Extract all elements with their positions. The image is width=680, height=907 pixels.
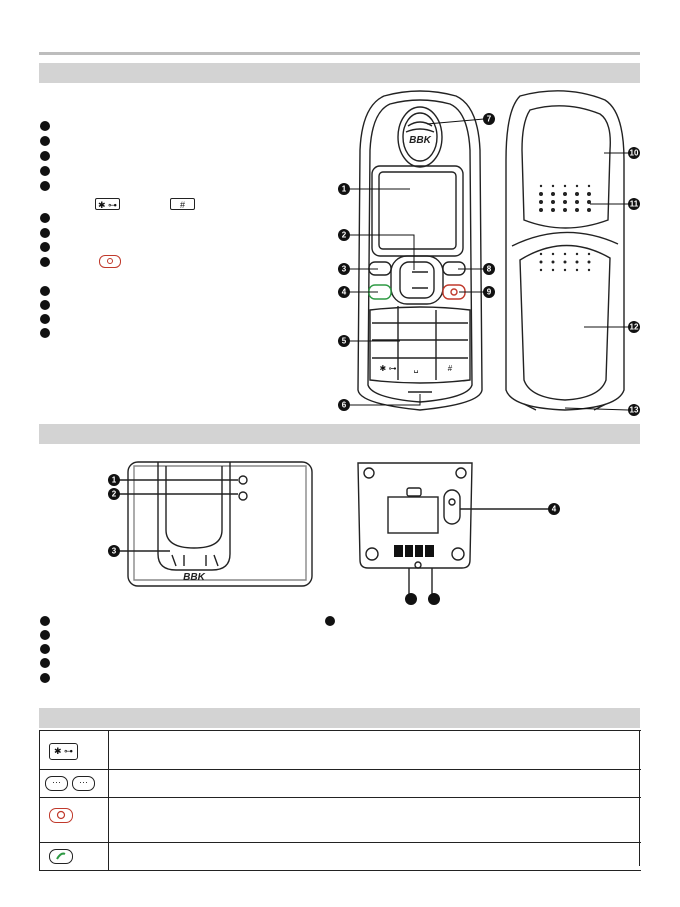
table-row	[40, 798, 641, 843]
legend-bullet	[40, 257, 50, 267]
base-bottom	[357, 462, 548, 594]
legend-bullet	[40, 242, 50, 252]
legend-bullet	[40, 616, 50, 626]
star-key-icon: ✱ ⊶	[49, 743, 78, 760]
svg-text:6: 6	[342, 401, 347, 410]
legend-bullet	[40, 673, 50, 683]
table-row: ✱ ⊶	[40, 730, 641, 770]
talk-icon	[49, 849, 73, 864]
legend-bullet	[40, 300, 50, 310]
section-band-2	[39, 424, 640, 444]
legend-bullet	[40, 328, 50, 338]
svg-text:3: 3	[112, 547, 117, 556]
base-logo: BBK	[183, 572, 205, 583]
svg-text:1: 1	[112, 476, 117, 485]
table-icon-cell	[40, 798, 109, 842]
top-rule	[39, 52, 640, 55]
table-icon-cell	[40, 843, 109, 870]
star-key-icon: ✱ ⊶	[95, 198, 120, 210]
svg-text:2: 2	[342, 231, 347, 240]
keypad-space-key: ␣	[413, 364, 418, 373]
speaker-grille-upper	[539, 184, 591, 212]
svg-text:3: 3	[342, 265, 347, 274]
legend-bullet	[40, 630, 50, 640]
legend-bullet	[40, 228, 50, 238]
svg-text:1: 1	[342, 185, 347, 194]
svg-text:8: 8	[487, 265, 492, 274]
keypad-star-key: ✱ ⊶	[380, 364, 397, 373]
table-icon-cell: ··· ···	[40, 770, 109, 797]
legend-bullet	[40, 181, 50, 191]
base-front	[114, 461, 313, 587]
svg-text:9: 9	[487, 288, 492, 297]
end-call-icon	[99, 255, 121, 268]
svg-text:12: 12	[630, 323, 639, 332]
svg-text:2: 2	[112, 490, 117, 499]
softkey-left-icon: ···	[45, 776, 68, 791]
svg-text:10: 10	[630, 149, 639, 158]
section-band-1	[39, 63, 640, 83]
legend-bullet	[40, 136, 50, 146]
base-front-callouts: 1 2 3	[108, 474, 120, 557]
table-icon-cell: ✱ ⊶	[40, 731, 109, 769]
table-row: ··· ···	[40, 770, 641, 798]
legend-bullet	[40, 121, 50, 131]
hash-key-icon: #	[170, 198, 195, 210]
legend-bullet	[40, 658, 50, 668]
table-row	[40, 843, 641, 871]
speaker-grille-lower	[539, 252, 591, 272]
end-call-icon	[49, 808, 73, 823]
section-band-3	[39, 708, 640, 728]
handset-callouts: 1 2 3 4 5 6 7 8 9 10 11 12 13	[338, 113, 640, 416]
legend-bullet	[40, 644, 50, 654]
base-bottom-callouts: 4	[405, 503, 560, 605]
table-right-border	[639, 730, 640, 866]
svg-text:5: 5	[342, 337, 347, 346]
legend-bullet	[40, 213, 50, 223]
legend-bullet	[40, 314, 50, 324]
handset-logo: BBK	[409, 135, 431, 146]
key-table: ✱ ⊶ ··· ···	[39, 730, 641, 871]
svg-text:7: 7	[487, 115, 492, 124]
softkey-right-icon: ···	[72, 776, 95, 791]
svg-text:4: 4	[342, 288, 347, 297]
keypad-hash-key: #	[448, 364, 453, 373]
svg-text:11: 11	[630, 200, 639, 209]
legend-bullet	[40, 151, 50, 161]
svg-text:4: 4	[552, 505, 557, 514]
legend-bullet	[40, 286, 50, 296]
legend-bullet	[325, 616, 335, 626]
svg-text:13: 13	[630, 406, 639, 415]
legend-bullet	[40, 166, 50, 176]
